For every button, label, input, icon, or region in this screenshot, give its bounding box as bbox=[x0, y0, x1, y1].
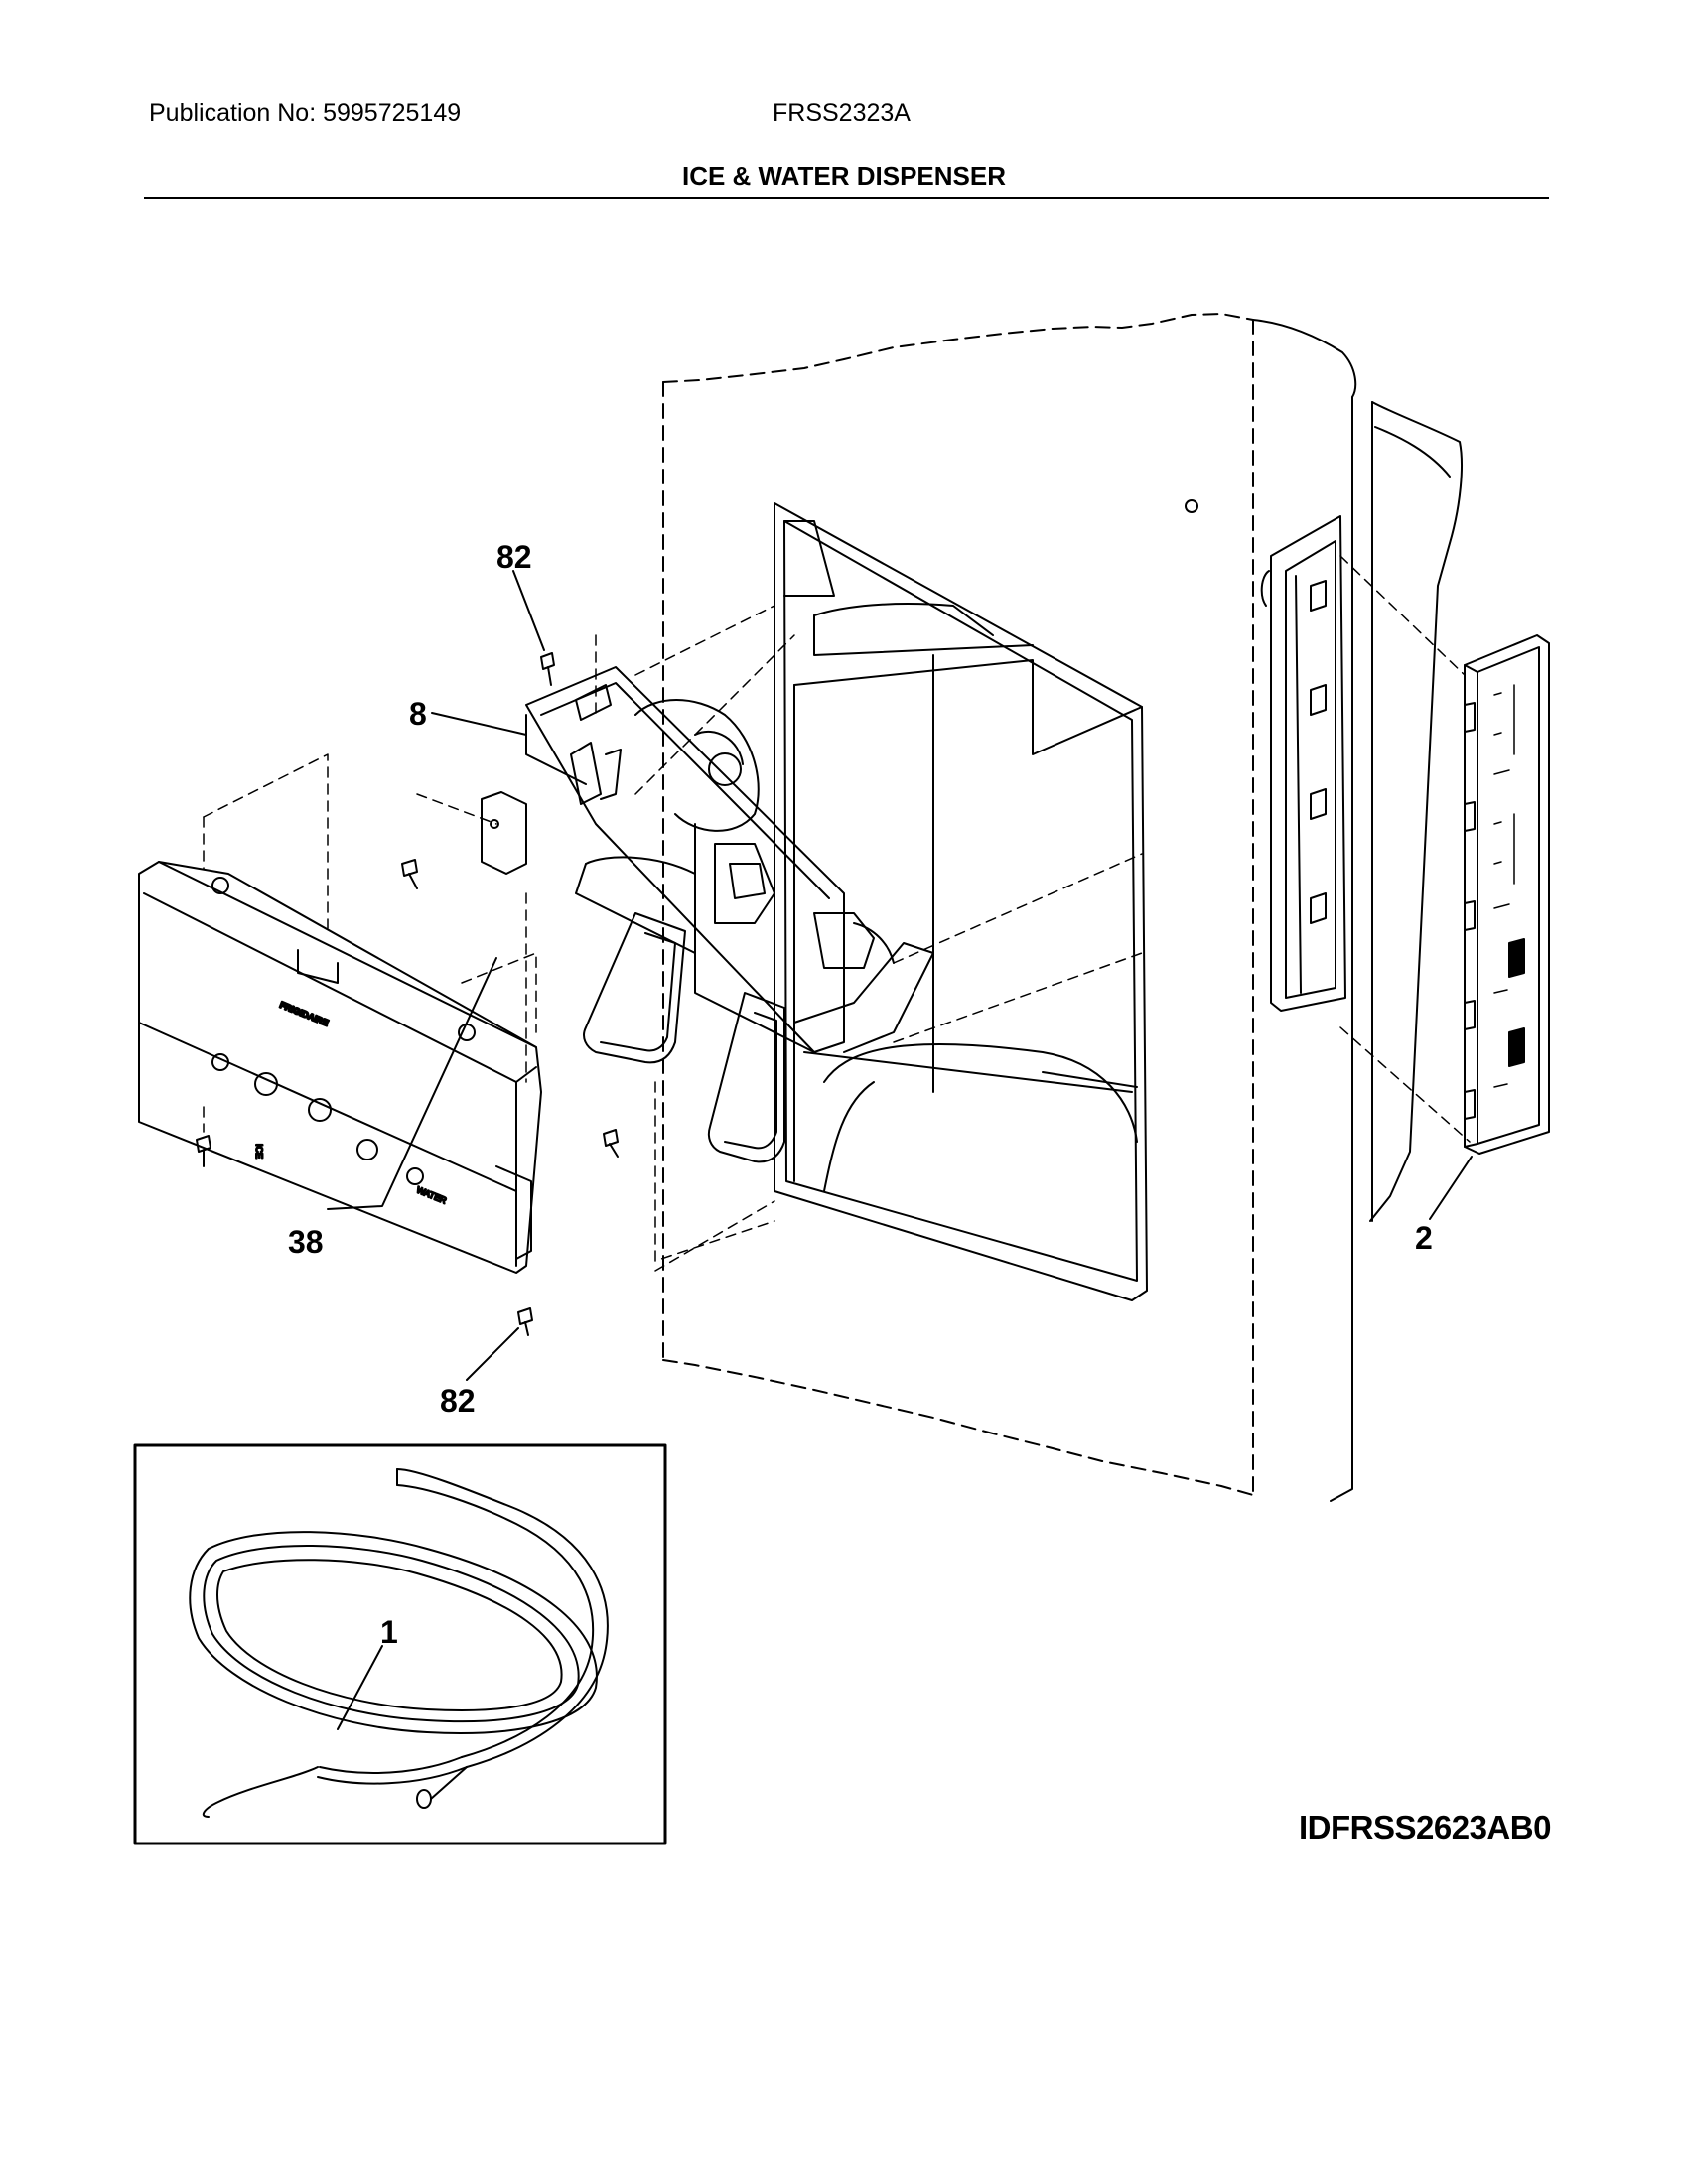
panel-brand-text: FRIGIDAIRE bbox=[278, 1000, 330, 1028]
page-title: ICE & WATER DISPENSER bbox=[681, 161, 1006, 191]
callout-38: 38 bbox=[288, 1224, 324, 1260]
callout-1: 1 bbox=[380, 1614, 398, 1650]
control-panel-part bbox=[1464, 634, 1550, 1155]
model-number: FRSS2323A bbox=[773, 99, 911, 127]
callout-82-top: 82 bbox=[496, 539, 532, 575]
panel-ice-label: ICE bbox=[254, 1144, 264, 1159]
dispenser-recess bbox=[774, 499, 1198, 1301]
panel-water-label: WATER bbox=[415, 1184, 448, 1205]
screw-icon bbox=[196, 652, 619, 1336]
publication-number: Publication No: 5995725149 bbox=[149, 99, 462, 127]
callout-82-bottom: 82 bbox=[440, 1383, 476, 1419]
header-rule bbox=[144, 197, 1549, 199]
alignment-lines-housing bbox=[416, 605, 1143, 1272]
callout-2: 2 bbox=[1415, 1220, 1433, 1256]
dispenser-housing-part bbox=[481, 666, 934, 1163]
water-tube-inset bbox=[133, 1443, 667, 1845]
alignment-lines-part2 bbox=[1339, 555, 1471, 1143]
alignment-lines-panel bbox=[203, 753, 537, 1133]
control-panel-opening bbox=[1260, 515, 1346, 1012]
figure-id: IDFRSS2623AB0 bbox=[1299, 1809, 1551, 1845]
door-outline bbox=[662, 313, 1463, 1502]
leader-lines bbox=[327, 570, 1473, 1730]
callout-8: 8 bbox=[409, 696, 427, 732]
ice-water-panel-part: FRIGIDAIRE ICE WATER bbox=[138, 861, 542, 1274]
